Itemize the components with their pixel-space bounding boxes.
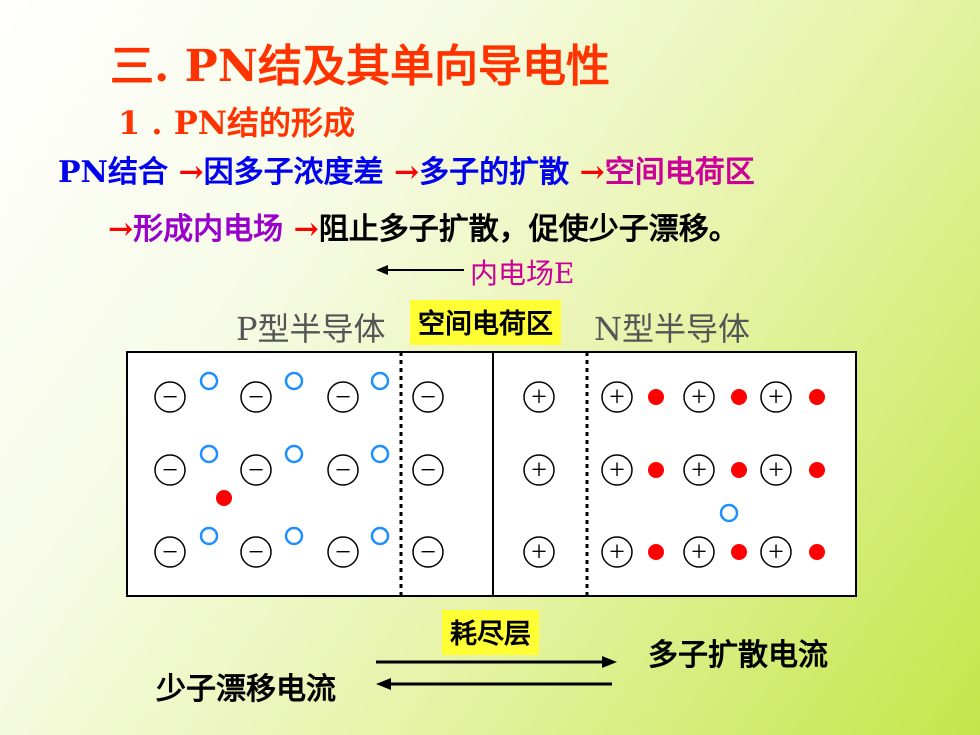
positive-donor-ion: + <box>683 454 715 486</box>
svg-text:+: + <box>768 537 784 568</box>
internal-field-label: 内电场E <box>470 257 575 290</box>
hole-carrier <box>199 444 219 464</box>
hole-carrier <box>284 526 304 546</box>
page-title: 三. PN结及其单向导电性 <box>110 41 610 92</box>
current-arrows <box>376 656 617 690</box>
svg-text:+: + <box>768 455 784 486</box>
negative-acceptor-ion: − <box>412 536 444 568</box>
electron-carrier <box>809 544 825 560</box>
positive-donor-ion: + <box>760 454 792 486</box>
electron-carrier <box>731 544 747 560</box>
hole-carrier <box>370 526 390 546</box>
minority-electron-carrier <box>216 490 232 506</box>
svg-text:−: − <box>248 537 264 568</box>
hole-carrier <box>370 444 390 464</box>
flow-arrow-icon: → <box>579 155 605 190</box>
hole-carrier <box>199 371 219 391</box>
positive-donor-ion: + <box>601 381 633 413</box>
svg-text:−: − <box>335 382 351 413</box>
positive-donor-ion: + <box>601 454 633 486</box>
minority-hole-carrier <box>719 503 739 523</box>
flow-step-majority-diffusion: 多子的扩散 <box>419 155 570 190</box>
flow-arrow-icon: → <box>394 155 420 190</box>
hole-carrier <box>370 371 390 391</box>
semiconductor-block <box>126 351 857 597</box>
negative-acceptor-ion: − <box>154 536 186 568</box>
svg-text:+: + <box>609 455 625 486</box>
diffusion-current-arrow-icon <box>376 656 617 668</box>
negative-acceptor-ion: − <box>412 381 444 413</box>
hole-carrier <box>199 526 219 546</box>
p-type-label: P型半导体 <box>236 310 386 348</box>
electron-carrier <box>648 389 664 405</box>
svg-text:+: + <box>691 382 707 413</box>
process-flow-line-1: PN结合 →因多子浓度差 →多子的扩散 →空间电荷区 <box>58 147 755 191</box>
svg-text:+: + <box>609 382 625 413</box>
svg-text:−: − <box>162 382 178 413</box>
electron-carrier <box>648 544 664 560</box>
positive-donor-ion: + <box>601 536 633 568</box>
p-side-depletion-gap <box>449 354 491 594</box>
negative-acceptor-ion: − <box>240 454 272 486</box>
svg-text:−: − <box>335 455 351 486</box>
negative-acceptor-ion: − <box>240 536 272 568</box>
svg-text:−: − <box>162 537 178 568</box>
svg-text:+: + <box>691 537 707 568</box>
hole-carrier <box>284 444 304 464</box>
electron-carrier <box>648 462 664 478</box>
svg-text:+: + <box>609 537 625 568</box>
internal-field-arrow-icon <box>376 265 464 275</box>
svg-text:−: − <box>335 537 351 568</box>
positive-donor-ion: + <box>523 536 555 568</box>
svg-text:−: − <box>248 382 264 413</box>
svg-text:−: − <box>248 455 264 486</box>
flow-step-concentration-difference: 因多子浓度差 <box>203 155 384 190</box>
svg-text:+: + <box>531 382 547 413</box>
positive-donor-ion: + <box>760 381 792 413</box>
negative-acceptor-ion: − <box>327 536 359 568</box>
positive-donor-ion: + <box>683 536 715 568</box>
flow-arrow-icon: → <box>293 212 319 247</box>
section-subtitle: 1 . PN结的形成 <box>118 104 356 142</box>
svg-text:−: − <box>420 382 436 413</box>
negative-acceptor-ion: − <box>412 454 444 486</box>
negative-acceptor-ion: − <box>154 454 186 486</box>
hole-carrier <box>284 371 304 391</box>
drift-current-label: 少子漂移电流 <box>156 672 336 707</box>
negative-acceptor-ion: − <box>327 381 359 413</box>
positive-donor-ion: + <box>760 536 792 568</box>
space-charge-region-label: 空间电荷区 <box>410 300 561 345</box>
flow-step-space-charge-region: 空间电荷区 <box>604 155 755 190</box>
electron-carrier <box>731 462 747 478</box>
electron-carrier <box>809 389 825 405</box>
svg-text:+: + <box>531 455 547 486</box>
positive-donor-ion: + <box>523 381 555 413</box>
diffusion-current-label: 多子扩散电流 <box>648 638 828 673</box>
positive-donor-ion: + <box>683 381 715 413</box>
flow-arrow-icon: → <box>178 155 204 190</box>
electron-carrier <box>809 462 825 478</box>
process-flow-line-2: →形成内电场 →阻止多子扩散，促使少子漂移。 <box>108 204 739 248</box>
flow-step-block-diffusion: 阻止多子扩散，促使少子漂移。 <box>318 212 739 247</box>
negative-acceptor-ion: − <box>240 381 272 413</box>
drift-current-arrow-icon <box>376 678 612 690</box>
depletion-layer-label: 耗尽层 <box>442 610 539 655</box>
flow-arrow-icon: → <box>108 212 134 247</box>
svg-text:+: + <box>531 537 547 568</box>
flow-step-pn-junction: PN结合 <box>58 155 168 190</box>
n-side-depletion-gap <box>565 354 585 594</box>
svg-text:+: + <box>768 382 784 413</box>
electron-carrier <box>731 389 747 405</box>
negative-acceptor-ion: − <box>327 454 359 486</box>
svg-text:−: − <box>420 455 436 486</box>
n-type-label: N型半导体 <box>594 310 751 348</box>
positive-donor-ion: + <box>523 454 555 486</box>
negative-acceptor-ion: − <box>154 381 186 413</box>
svg-text:+: + <box>691 455 707 486</box>
svg-text:−: − <box>162 455 178 486</box>
svg-text:−: − <box>420 537 436 568</box>
flow-step-internal-field: 形成内电场 <box>133 212 284 247</box>
